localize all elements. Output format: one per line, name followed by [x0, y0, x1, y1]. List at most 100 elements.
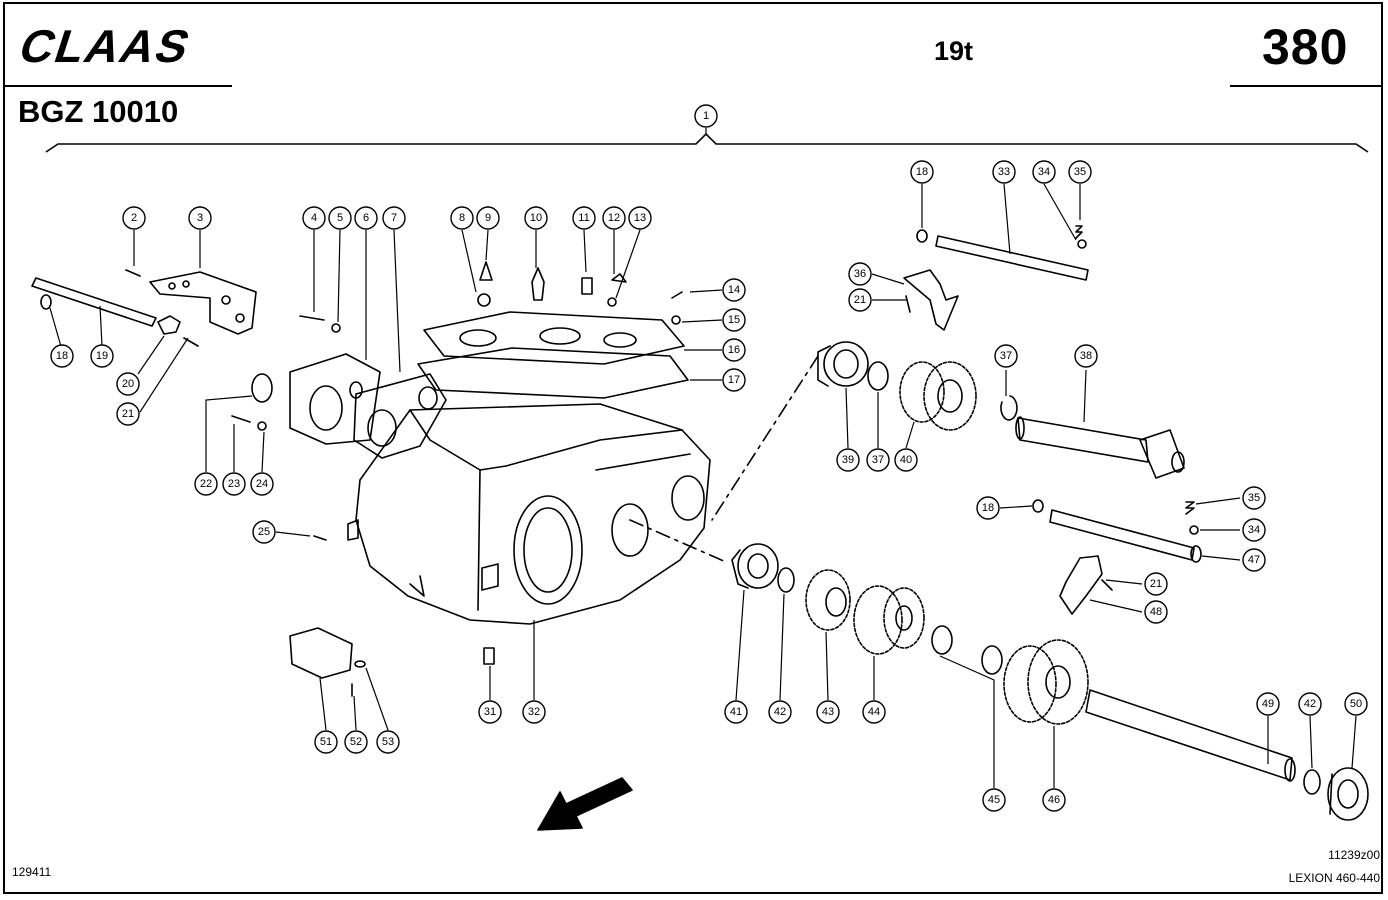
gear-40: [899, 361, 977, 431]
callout-47[interactable]: 47: [1248, 554, 1260, 566]
callout-52[interactable]: 52: [350, 736, 362, 748]
callout-35-mid[interactable]: 35: [1248, 492, 1260, 504]
callout-20[interactable]: 20: [122, 378, 134, 390]
snap-ring-45a: [931, 625, 953, 655]
gear-44: [853, 585, 925, 655]
callout-10[interactable]: 10: [530, 212, 542, 224]
callout-49[interactable]: 49: [1262, 698, 1274, 710]
page-number: 380: [1262, 19, 1349, 75]
callout-21-top[interactable]: 21: [854, 294, 866, 306]
callout-35-top[interactable]: 35: [1074, 166, 1086, 178]
leader-bearing-39: [711, 355, 819, 521]
callout-12[interactable]: 12: [608, 212, 620, 224]
snap-ring-37b: [1000, 395, 1018, 421]
callout-19[interactable]: 19: [96, 350, 108, 362]
drawing-code: 11239z00: [1328, 848, 1380, 862]
callout-46[interactable]: 46: [1048, 794, 1060, 806]
callout-23[interactable]: 23: [228, 478, 240, 490]
callout-42-mid[interactable]: 42: [774, 706, 786, 718]
breathers-8-13: [477, 261, 683, 325]
callout-36[interactable]: 36: [854, 268, 866, 280]
callout-38[interactable]: 38: [1080, 350, 1092, 362]
output-shaft-49: [1085, 689, 1296, 782]
callout-7[interactable]: 7: [391, 212, 397, 224]
claas-logo-text: CLAAS: [13, 21, 198, 73]
frame-border: [3, 2, 1383, 894]
snap-ring-45b: [981, 645, 1003, 675]
snap-ring-37a: [867, 361, 889, 391]
top-cover-16: [423, 311, 685, 365]
callout-numbers: 1 2 3 4 5 6 7 8 9 10 11 12 13 14 15 16 1…: [56, 110, 1362, 806]
snap-ring-42a: [777, 567, 795, 593]
callout-21-left[interactable]: 21: [122, 408, 134, 420]
callout-3[interactable]: 3: [197, 212, 203, 224]
claas-logo: CLAAS: [13, 21, 198, 73]
callout-22[interactable]: 22: [200, 478, 212, 490]
gear-46: [1003, 639, 1089, 725]
shield-51: [289, 627, 366, 697]
callout-31[interactable]: 31: [484, 706, 496, 718]
input-shaft-38: [1015, 416, 1185, 479]
shift-rod-47: [1032, 499, 1202, 563]
callout-25[interactable]: 25: [258, 526, 270, 538]
callout-4[interactable]: 4: [311, 212, 317, 224]
callout-53[interactable]: 53: [382, 736, 394, 748]
callout-5[interactable]: 5: [337, 212, 343, 224]
callout-24[interactable]: 24: [256, 478, 268, 490]
callout-6[interactable]: 6: [363, 212, 369, 224]
callout-41[interactable]: 41: [730, 706, 742, 718]
callout-11[interactable]: 11: [578, 212, 589, 224]
shift-fork-48: [1059, 555, 1113, 615]
callout-18-left[interactable]: 18: [56, 350, 68, 362]
callout-48[interactable]: 48: [1150, 606, 1162, 618]
machine-series: LEXION 460-440: [1288, 871, 1380, 885]
callout-34-mid[interactable]: 34: [1248, 524, 1260, 536]
callout-33[interactable]: 33: [998, 166, 1010, 178]
gasket-17: [417, 347, 689, 399]
gear-43: [805, 569, 851, 631]
bolts-4-5-22-24: [231, 315, 341, 431]
callout-45[interactable]: 45: [988, 794, 1000, 806]
callout-42-right[interactable]: 42: [1304, 698, 1316, 710]
shift-fork-36: [903, 269, 959, 331]
shift-rod-33: [916, 225, 1089, 281]
callout-circles: [50, 104, 1368, 812]
side-cover-6: [251, 353, 381, 445]
callout-9[interactable]: 9: [485, 212, 491, 224]
callout-13[interactable]: 13: [634, 212, 646, 224]
bearing-50: [1327, 767, 1369, 821]
callout-16[interactable]: 16: [728, 344, 740, 356]
gasket-7: [353, 373, 447, 459]
callout-37-top[interactable]: 37: [1000, 350, 1012, 362]
callout-17[interactable]: 17: [728, 374, 740, 386]
callout-37-bottom[interactable]: 37: [872, 454, 884, 466]
snap-ring-42b: [1303, 769, 1321, 795]
callout-1[interactable]: 1: [703, 110, 709, 122]
callout-8[interactable]: 8: [459, 212, 465, 224]
direction-arrow: [537, 777, 633, 831]
shift-rod-left: [31, 277, 199, 347]
callout-15[interactable]: 15: [728, 314, 740, 326]
leader-bearing-41: [629, 519, 727, 563]
weight-class: 19t: [934, 36, 974, 66]
callout-18-mid[interactable]: 18: [982, 502, 994, 514]
callout-leaders: [49, 128, 1357, 788]
assembly-code: BGZ 10010: [18, 94, 179, 129]
callout-2[interactable]: 2: [131, 212, 137, 224]
callout-18-top[interactable]: 18: [916, 166, 928, 178]
bracket-3: [125, 269, 257, 335]
callout-44[interactable]: 44: [868, 706, 880, 718]
callout-51[interactable]: 51: [320, 736, 332, 748]
bearing-41: [731, 543, 779, 589]
callout-14[interactable]: 14: [728, 284, 740, 296]
callout-50[interactable]: 50: [1350, 698, 1362, 710]
callout-39[interactable]: 39: [842, 454, 854, 466]
callout-43[interactable]: 43: [822, 706, 834, 718]
callout-21-mid[interactable]: 21: [1150, 578, 1162, 590]
callout-34-top[interactable]: 34: [1038, 166, 1050, 178]
callout-32[interactable]: 32: [528, 706, 540, 718]
callout-40[interactable]: 40: [900, 454, 912, 466]
gearbox-housing-32: [313, 403, 711, 665]
